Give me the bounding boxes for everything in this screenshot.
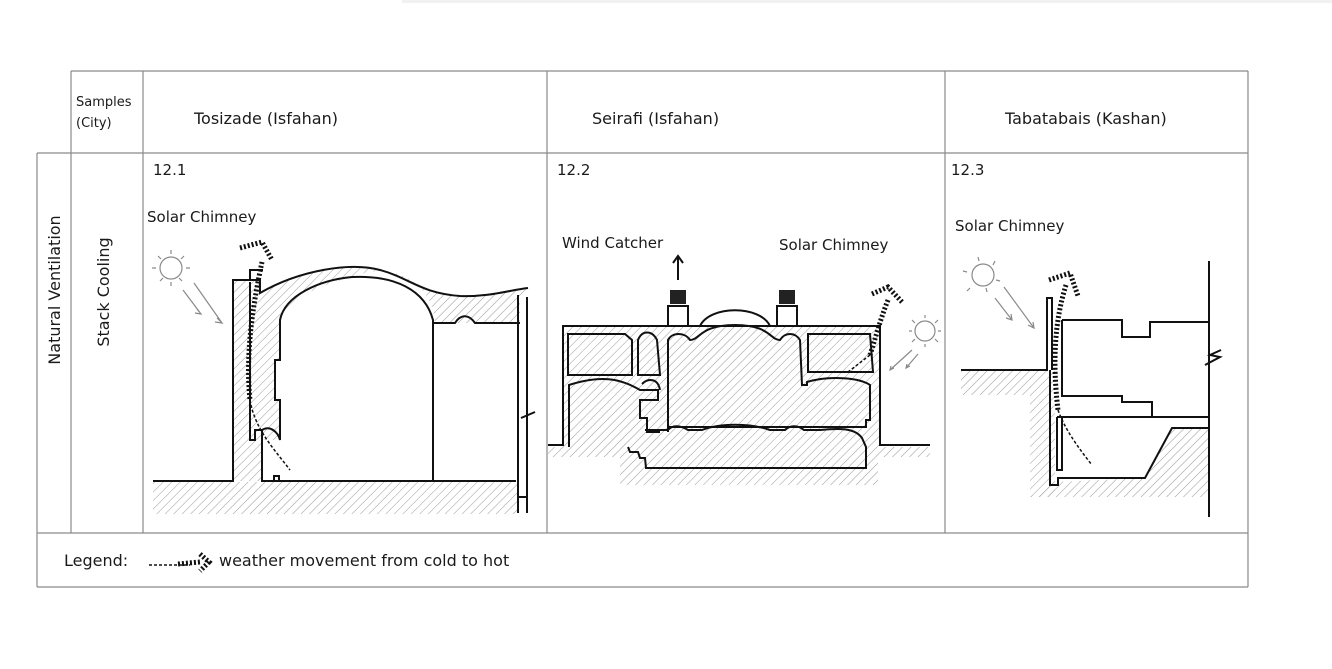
seirafi-section-drawing — [548, 254, 941, 485]
solar-chimney-label: Solar Chimney — [779, 236, 888, 254]
tosizade-section-drawing — [152, 239, 536, 514]
column-header-tosizade: Tosizade (Isfahan) — [193, 109, 338, 128]
airflow-arrow-icon — [1048, 269, 1093, 466]
airflow-arrow-icon — [847, 284, 904, 373]
up-arrow-icon — [672, 254, 684, 280]
column-header-seirafi: Seirafi (Isfahan) — [592, 109, 719, 128]
cell-number-12-3: 12.3 — [951, 161, 984, 179]
solar-chimney-label: Solar Chimney — [147, 208, 256, 226]
row-subcategory-label: Stack Cooling — [94, 237, 113, 346]
cell-number-12-1: 12.1 — [153, 161, 186, 179]
table-grid — [36, 70, 1249, 588]
wind-catcher-label: Wind Catcher — [562, 234, 664, 252]
solar-chimney-label: Solar Chimney — [955, 217, 1064, 235]
column-header-tabatabais: Tabatabais (Kashan) — [1004, 109, 1167, 128]
dashed-curved-arrow-icon — [149, 552, 213, 573]
samples-label-line2: (City) — [76, 116, 112, 131]
sun-icon — [962, 256, 1035, 330]
legend-text: weather movement from cold to hot — [219, 551, 509, 570]
airflow-arrow-icon — [239, 239, 291, 471]
row-category-label: Natural Ventilation — [45, 215, 64, 364]
cell-number-12-2: 12.2 — [557, 161, 590, 179]
tabatabais-section-drawing — [961, 256, 1223, 517]
sun-icon — [889, 315, 941, 372]
legend-label: Legend: — [64, 551, 128, 570]
top-edge-bar — [402, 0, 1332, 3]
samples-label-line1: Samples — [76, 95, 132, 110]
sun-icon — [152, 250, 224, 324]
